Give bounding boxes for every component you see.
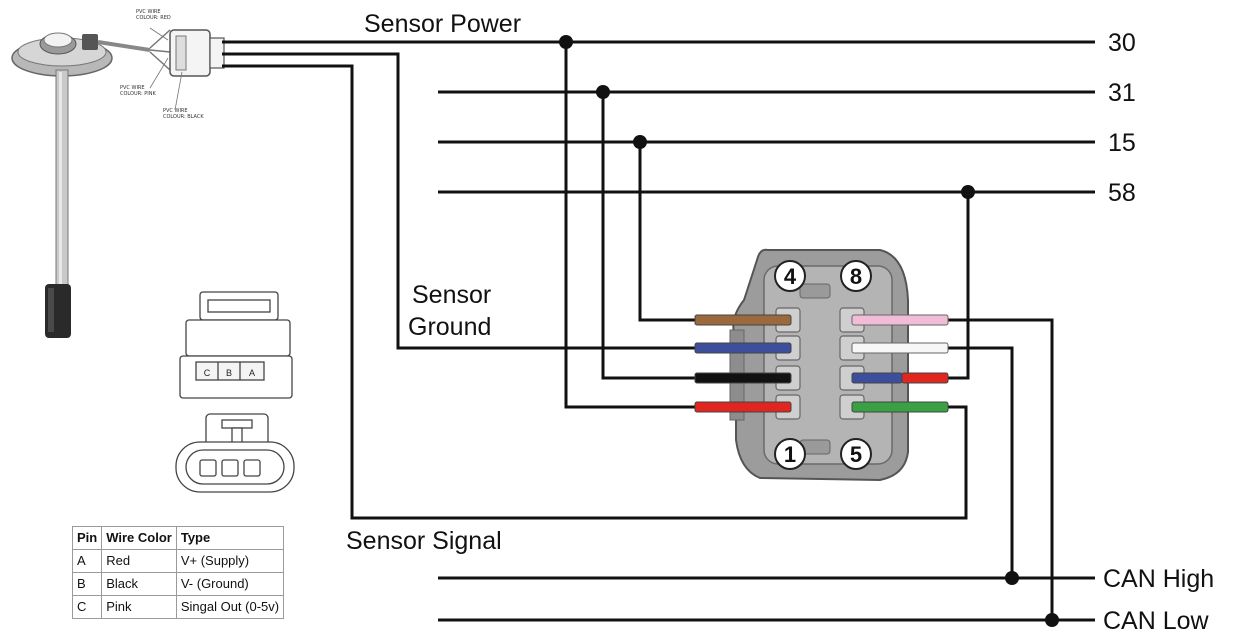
label-sensor-power: Sensor Power	[364, 10, 521, 38]
type-cell: V- (Ground)	[175, 572, 285, 596]
pin-number-8: 8	[850, 264, 862, 289]
slot-letter-b: B	[226, 368, 232, 378]
drop-15-to-pin4	[638, 142, 700, 322]
callout-pink-line2: COLOUR: PINK	[120, 91, 156, 97]
wire-stub-white	[851, 342, 949, 354]
junction-can-low	[1045, 613, 1059, 627]
sensor-wire-callouts: PVC WIRE COLOUR: RED PVC WIRE COLOUR: PI…	[120, 9, 204, 120]
junction-15	[633, 135, 647, 149]
pink-to-can-low	[945, 318, 1054, 620]
table-row: C Pink Singal Out (0-5v)	[71, 595, 285, 619]
eight-pin-connector: 4 8 1 5	[694, 248, 949, 482]
pin-number-4: 4	[784, 264, 797, 289]
wire-color-cell: Black	[101, 572, 177, 596]
sensor-ground-wire	[222, 52, 700, 350]
label-sensor-ground-line1: Sensor	[412, 281, 491, 309]
wire-stub-green	[851, 401, 949, 413]
sensor-pin-table: Pin Wire Color Type A Red V+ (Supply) B …	[71, 526, 285, 619]
white-to-can-high	[945, 346, 1014, 578]
table-row: B Black V- (Ground)	[71, 572, 285, 596]
junction-dots	[559, 35, 1059, 627]
three-pin-connector-face-view	[175, 413, 295, 493]
terminal-label-can-low: CAN Low	[1103, 607, 1210, 632]
terminal-label-58: 58	[1108, 179, 1136, 207]
wire-stub-black	[694, 372, 792, 384]
terminal-label-can-high: CAN High	[1103, 565, 1214, 593]
type-cell: V+ (Supply)	[175, 549, 285, 573]
bus-drops	[564, 42, 1054, 620]
type-cell: Singal Out (0-5v)	[175, 595, 285, 619]
terminal-label-31: 31	[1108, 79, 1136, 107]
wire-stub-blue	[694, 342, 792, 354]
pin-number-1: 1	[784, 442, 796, 467]
pin-table-header-pin: Pin	[71, 526, 103, 550]
wire-stub-pink	[851, 314, 949, 326]
sensor-wires	[222, 52, 968, 520]
slot-letter-a: A	[249, 368, 255, 378]
junction-31	[596, 85, 610, 99]
level-sensor-illustration	[11, 32, 151, 338]
wire-stub-brown	[694, 314, 792, 326]
pin-table-header-row: Pin Wire Color Type	[71, 526, 285, 550]
wire-color-cell: Pink	[101, 595, 177, 619]
wire-color-cell: Red	[101, 549, 177, 573]
pin-table-header-wire-color: Wire Color	[101, 526, 177, 550]
drop-31-to-black	[601, 92, 700, 380]
label-sensor-signal: Sensor Signal	[346, 527, 502, 555]
wire-stub-red-right	[901, 372, 949, 384]
bus-lines	[222, 40, 1095, 622]
three-pin-slot-letters: C B A	[204, 368, 255, 378]
pin-cell: A	[71, 549, 103, 573]
drop-58-to-red	[945, 192, 970, 380]
pin-cell: C	[71, 595, 103, 619]
pin-badge-1	[774, 438, 806, 470]
sensor-signal-wire	[222, 64, 968, 520]
callout-black-line1: PVC WIRE	[163, 108, 188, 114]
sensor-plug	[149, 27, 225, 111]
table-row: A Red V+ (Supply)	[71, 549, 285, 573]
junction-can-high	[1005, 571, 1019, 585]
callout-pink-line1: PVC WIRE	[120, 85, 145, 91]
slot-letter-c: C	[204, 368, 211, 378]
drop-30-to-pin1	[564, 42, 700, 409]
callout-black-line2: COLOUR: BLACK	[163, 114, 204, 120]
junction-58	[961, 185, 975, 199]
pin-badge-5	[840, 438, 872, 470]
terminal-label-30: 30	[1108, 29, 1136, 57]
junction-30	[559, 35, 573, 49]
label-sensor-ground-line2: Ground	[408, 313, 491, 341]
pin-badge-4	[774, 260, 806, 292]
three-pin-connector-side-view	[179, 291, 293, 399]
pin-table-header-type: Type	[175, 526, 285, 550]
callout-red-line2: COLOUR: RED	[136, 15, 171, 21]
pin-number-5: 5	[850, 442, 862, 467]
pin-badge-8	[840, 260, 872, 292]
callout-red-line1: PVC WIRE	[136, 9, 161, 15]
terminal-label-15: 15	[1108, 129, 1136, 157]
wire-stub-blue-right	[851, 372, 903, 384]
pin-cell: B	[71, 572, 103, 596]
wire-stub-red-left	[694, 401, 792, 413]
